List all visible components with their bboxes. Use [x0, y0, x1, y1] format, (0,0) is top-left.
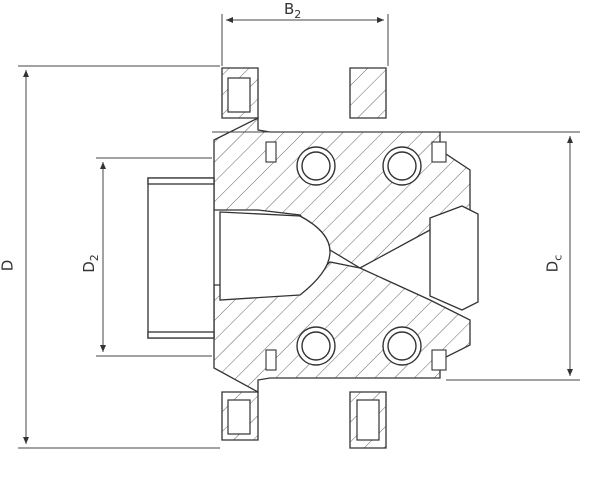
d2-sub: 2 — [87, 254, 101, 262]
dc-main: D — [543, 260, 562, 273]
dc-sub: c — [551, 254, 565, 261]
right-bore — [429, 205, 479, 311]
dimension-label-d2: D2 — [79, 254, 101, 273]
b2-main: B — [284, 0, 295, 18]
b2-sub: 2 — [294, 8, 302, 21]
inner-cone — [219, 211, 331, 301]
bolt-holes — [227, 77, 380, 441]
pilot-spigot — [147, 177, 215, 339]
bearing-balls — [296, 146, 422, 366]
seals — [265, 141, 447, 371]
dimension-label-dc: Dc — [543, 255, 564, 273]
d-main: D — [0, 259, 17, 272]
dimension-lines — [18, 14, 580, 449]
dimension-label-b2: B2 — [284, 0, 301, 21]
outer-ring-upper — [349, 67, 387, 119]
dimension-label-d: D — [0, 259, 17, 272]
d2-main: D — [79, 261, 98, 273]
